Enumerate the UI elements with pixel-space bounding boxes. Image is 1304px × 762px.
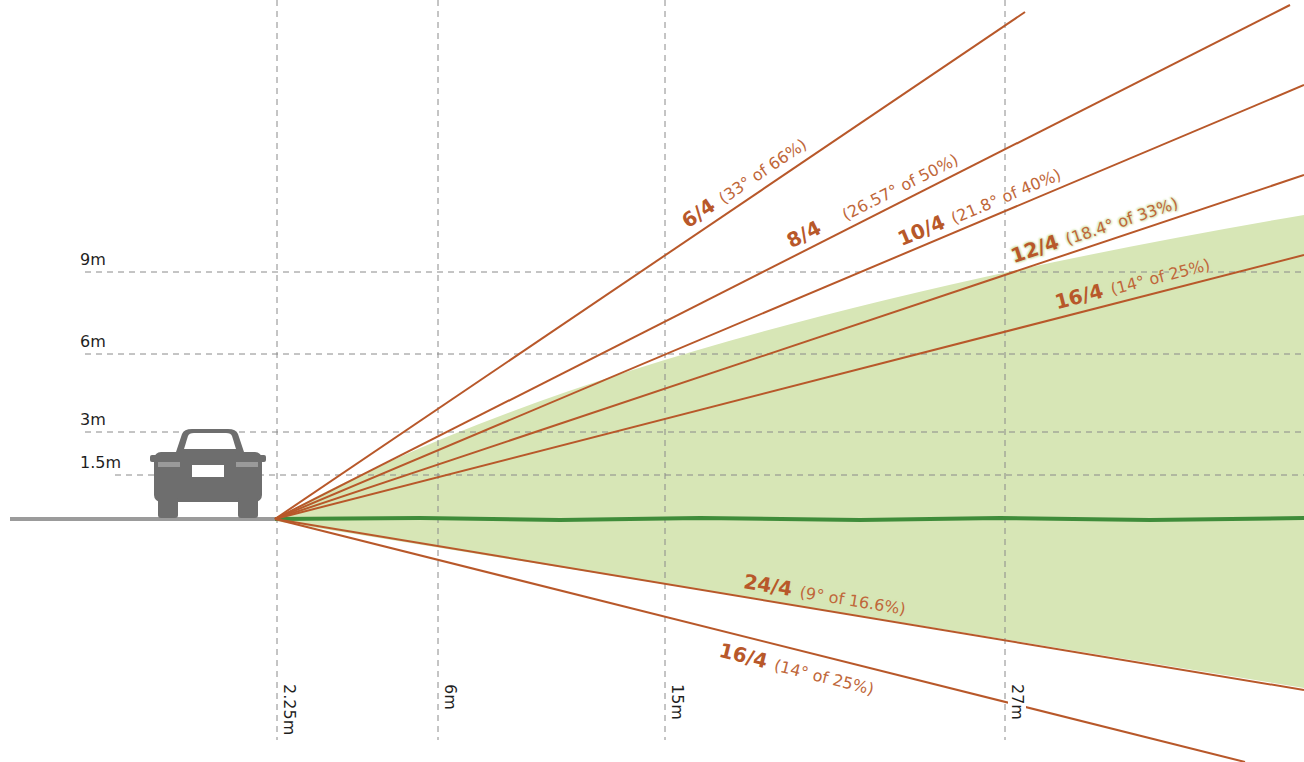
height-label: 6m	[80, 333, 106, 351]
slope-label: 16/4(14° of 25%)	[717, 640, 876, 699]
car-light	[158, 462, 180, 467]
slope-ratio: 16/4	[1052, 279, 1105, 314]
slope-label: 6/4(33° of 66%)	[678, 133, 810, 232]
green-slope-area	[275, 215, 1304, 688]
height-label: 9m	[80, 251, 106, 269]
ground-line	[275, 518, 1304, 520]
slope-label: 12/4(18.4° of 33%)	[1008, 192, 1180, 267]
slope-ratio: 8/4	[783, 216, 825, 253]
slope-angle: (14° of 25%)	[772, 656, 876, 699]
slope-ratio: 24/4	[742, 569, 794, 601]
slope-ratio: 12/4	[1008, 230, 1062, 268]
car-icon	[150, 429, 266, 518]
slope-angle: (18.4° of 33%)	[1063, 194, 1180, 249]
slope-angle: (9° of 16.6%)	[798, 583, 907, 619]
slope-angle: (14° of 25%)	[1109, 255, 1213, 299]
slope-lines	[275, 5, 1304, 762]
grid-lines	[85, 0, 1304, 740]
slope-angle: (21.8° of 40%)	[948, 165, 1063, 228]
distance-label: 2.25m	[280, 682, 298, 737]
car-window	[184, 433, 236, 449]
slope-angle: (33° of 66%)	[715, 135, 810, 208]
height-label: 1.5m	[80, 454, 121, 472]
slope-angle: (26.57° of 50%)	[839, 150, 961, 224]
slope-label: 16/4(14° of 25%)	[1053, 253, 1212, 313]
slope-ratio: 16/4	[717, 638, 770, 673]
height-label: 3m	[80, 411, 106, 429]
slope-label: 24/4(9° of 16.6%)	[742, 571, 907, 619]
distance-label: 15m	[668, 682, 686, 722]
car-plate	[192, 465, 224, 477]
slope-ratio: 6/4	[677, 193, 720, 233]
slope-ratio: 10/4	[894, 210, 949, 251]
distance-label: 6m	[441, 682, 459, 712]
distance-label: 27m	[1008, 682, 1026, 722]
car-light	[236, 462, 258, 467]
road-line	[10, 517, 276, 521]
